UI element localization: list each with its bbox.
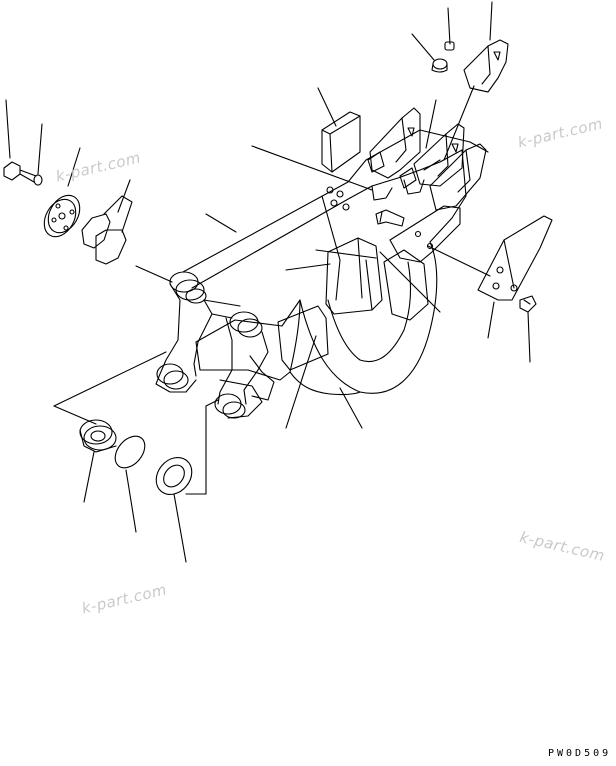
o-ring	[109, 430, 151, 473]
detached-tooth-point	[464, 40, 508, 92]
dust-seal	[149, 450, 199, 501]
bucket-teeth-adapters	[368, 108, 486, 210]
tooth-pin	[432, 59, 447, 72]
bucket-body	[183, 130, 488, 418]
hinge-bracket-assembly	[156, 272, 268, 418]
rib-plate	[322, 112, 360, 172]
hinge-washer	[34, 175, 42, 185]
side-cutter	[478, 216, 552, 300]
side-cutter-bolt	[520, 296, 536, 312]
shim-ring	[38, 190, 86, 243]
leader-lines	[6, 2, 530, 562]
plate-bolt	[376, 210, 404, 226]
shim-set	[82, 196, 132, 264]
side-protector-plate	[390, 206, 460, 262]
hinge-bolt	[4, 162, 36, 182]
drawing-code: PW0D509	[548, 748, 612, 759]
bushing	[80, 420, 116, 452]
